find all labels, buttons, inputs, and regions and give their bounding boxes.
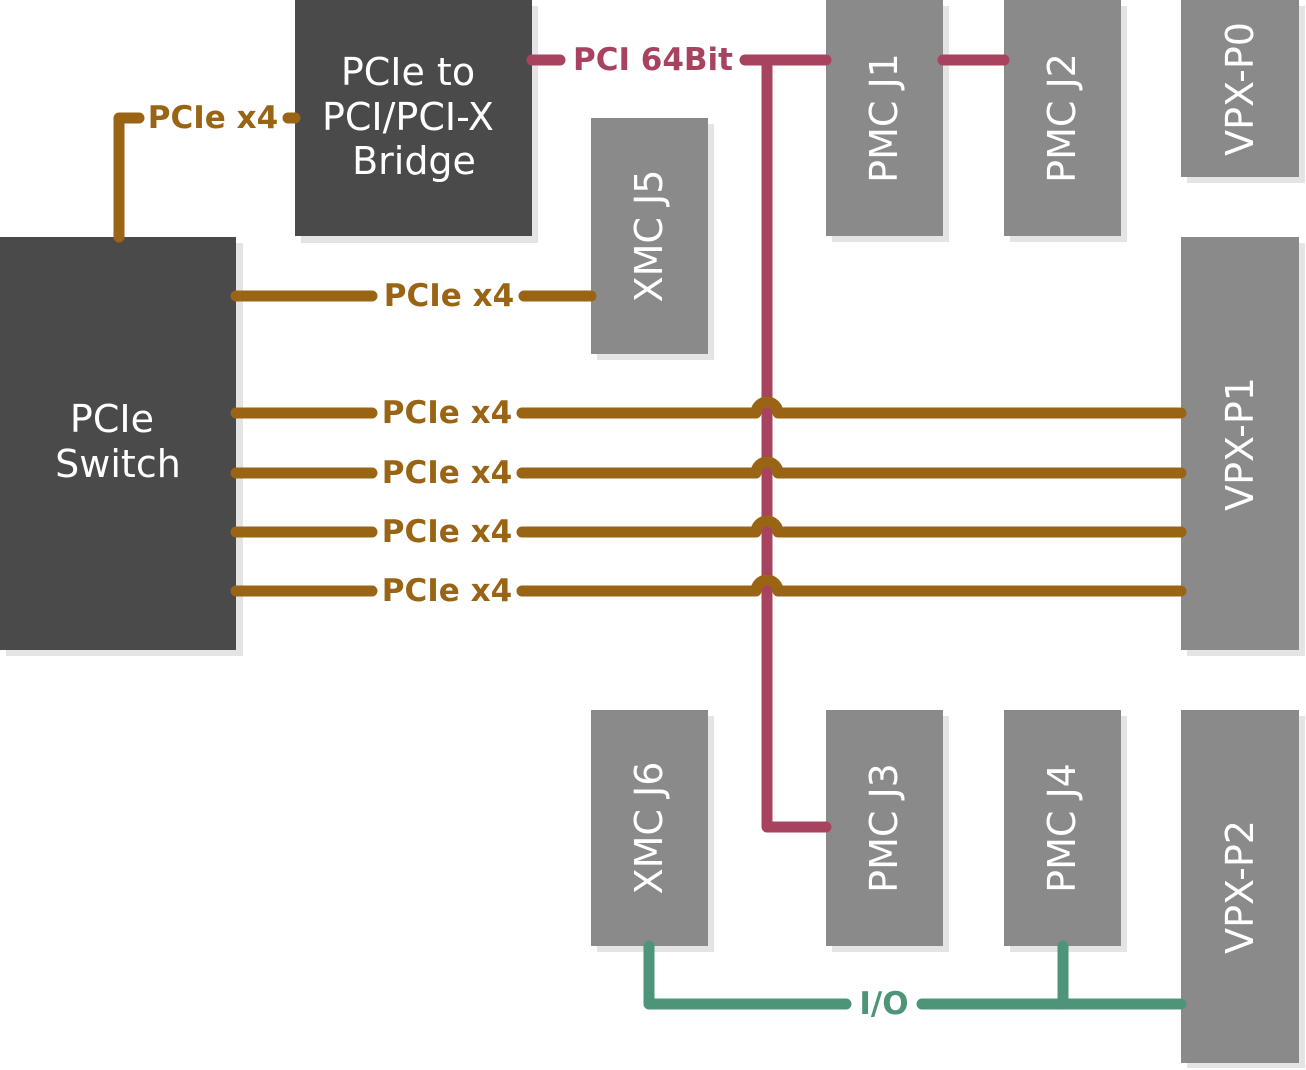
pcie-x4-vpx-p1-link-label-1: PCIe x4 [382, 395, 512, 431]
bridge-block [295, 0, 532, 236]
pcie-x4-vpx-p1-link-label-2: PCIe x4 [382, 455, 512, 491]
pci-64bit-bus-label: PCI 64Bit [573, 42, 733, 78]
bridge-label-line-1: PCIe to [341, 50, 475, 94]
vpx-p2-label: VPX-P2 [1218, 820, 1262, 954]
pmc-j2-block [1004, 0, 1121, 236]
switch-label-line-1: PCIe [70, 397, 154, 441]
pci-bus-lines [526, 54, 1010, 833]
io-bus-label: I/O [859, 986, 908, 1022]
pmc-j4-label: PMC J4 [1040, 763, 1084, 893]
xmc-j6-block [591, 710, 708, 946]
pcie-x4-xmc-j5-link-label: PCIe x4 [384, 278, 514, 314]
pmc-j1-label: PMC J1 [862, 53, 906, 183]
pmc-j3-block [826, 710, 943, 946]
bridge-label: PCIe to PCI/PCI-X Bridge [322, 50, 506, 183]
pcie-lines [113, 112, 1187, 597]
xmc-j6-label: XMC J6 [627, 762, 671, 895]
pmc-j1-block [826, 0, 943, 236]
vpx-p0-block [1181, 0, 1299, 177]
pcie-x4-vpx-p1-link-label-4: PCIe x4 [382, 573, 512, 609]
vpx-p1-label: VPX-P1 [1218, 377, 1262, 511]
bridge-label-line-3: Bridge [352, 139, 476, 183]
pmc-j2-label: PMC J2 [1040, 53, 1084, 183]
pmc-j3-label: PMC J3 [862, 763, 906, 893]
pcie-x4-vpx-p1-link-label-3: PCIe x4 [382, 514, 512, 550]
switch-label-line-2: Switch [55, 442, 181, 486]
pmc-j4-block [1004, 710, 1121, 946]
io-bus-lines [643, 940, 1187, 1010]
vpx-p0-label: VPX-P0 [1218, 22, 1262, 156]
pcie-switch-block [0, 237, 236, 650]
pcie-x4-bridge-link-label: PCIe x4 [148, 100, 278, 136]
vpx-p2-block [1181, 710, 1299, 1063]
bridge-label-line-2: PCI/PCI-X [322, 95, 494, 139]
xmc-j5-block [591, 118, 708, 354]
switch-label: PCIe Switch [55, 397, 181, 486]
vpx-p1-block [1181, 237, 1299, 650]
xmc-j5-label: XMC J5 [627, 170, 671, 303]
